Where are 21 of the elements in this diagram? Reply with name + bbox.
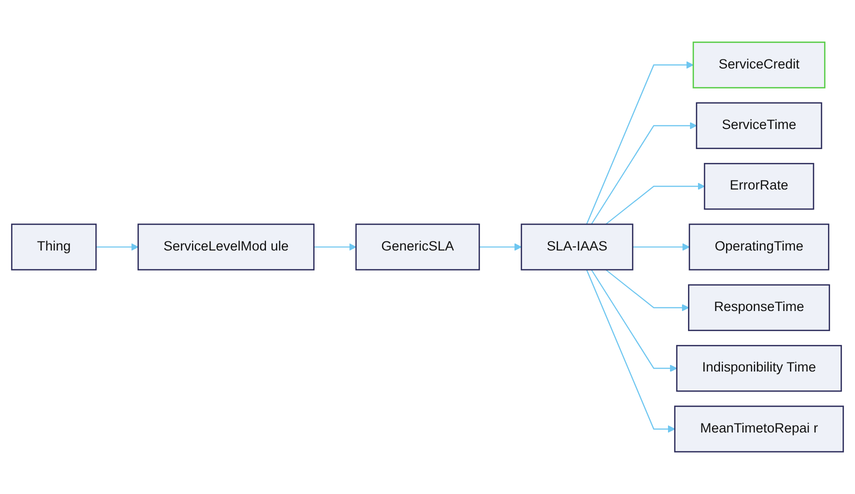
node-box: GenericSLA <box>355 224 480 270</box>
arrow <box>479 243 522 251</box>
node-box: ServiceLevelMod ule <box>138 224 315 270</box>
node-box: Indisponibility Time <box>676 344 842 392</box>
arrow <box>590 269 678 372</box>
arrow <box>632 243 690 251</box>
node-box: SLA-IAAS <box>520 224 634 270</box>
arrow <box>96 243 138 251</box>
arrow <box>314 243 356 251</box>
arrow <box>605 182 705 225</box>
node-box: ResponseTime <box>688 284 830 332</box>
arrow <box>590 122 697 225</box>
arrow <box>605 269 689 312</box>
arrow <box>586 270 676 433</box>
arrow <box>586 61 694 224</box>
node-box: OperatingTime <box>688 224 830 270</box>
node-box: ServiceCredit <box>692 42 826 88</box>
node-box: MeanTimetoRepai r <box>674 406 844 452</box>
node-box: ServiceTime <box>696 102 822 150</box>
node-box: Thing <box>11 224 97 270</box>
node-box: ErrorRate <box>704 162 814 210</box>
